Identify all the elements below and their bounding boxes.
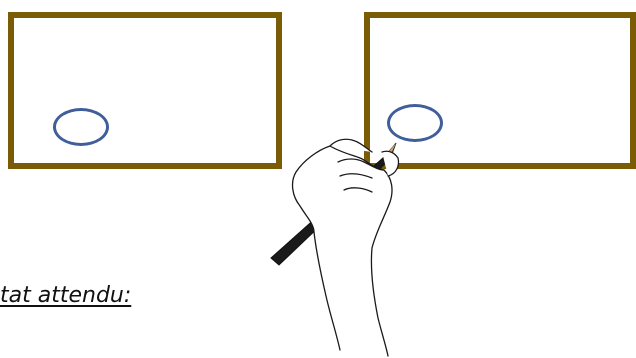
- expected-result-caption: tat attendu:: [0, 283, 131, 308]
- left-frame: [8, 12, 282, 169]
- left-circle: [53, 108, 109, 146]
- right-circle: [387, 104, 443, 142]
- right-frame: [364, 12, 636, 169]
